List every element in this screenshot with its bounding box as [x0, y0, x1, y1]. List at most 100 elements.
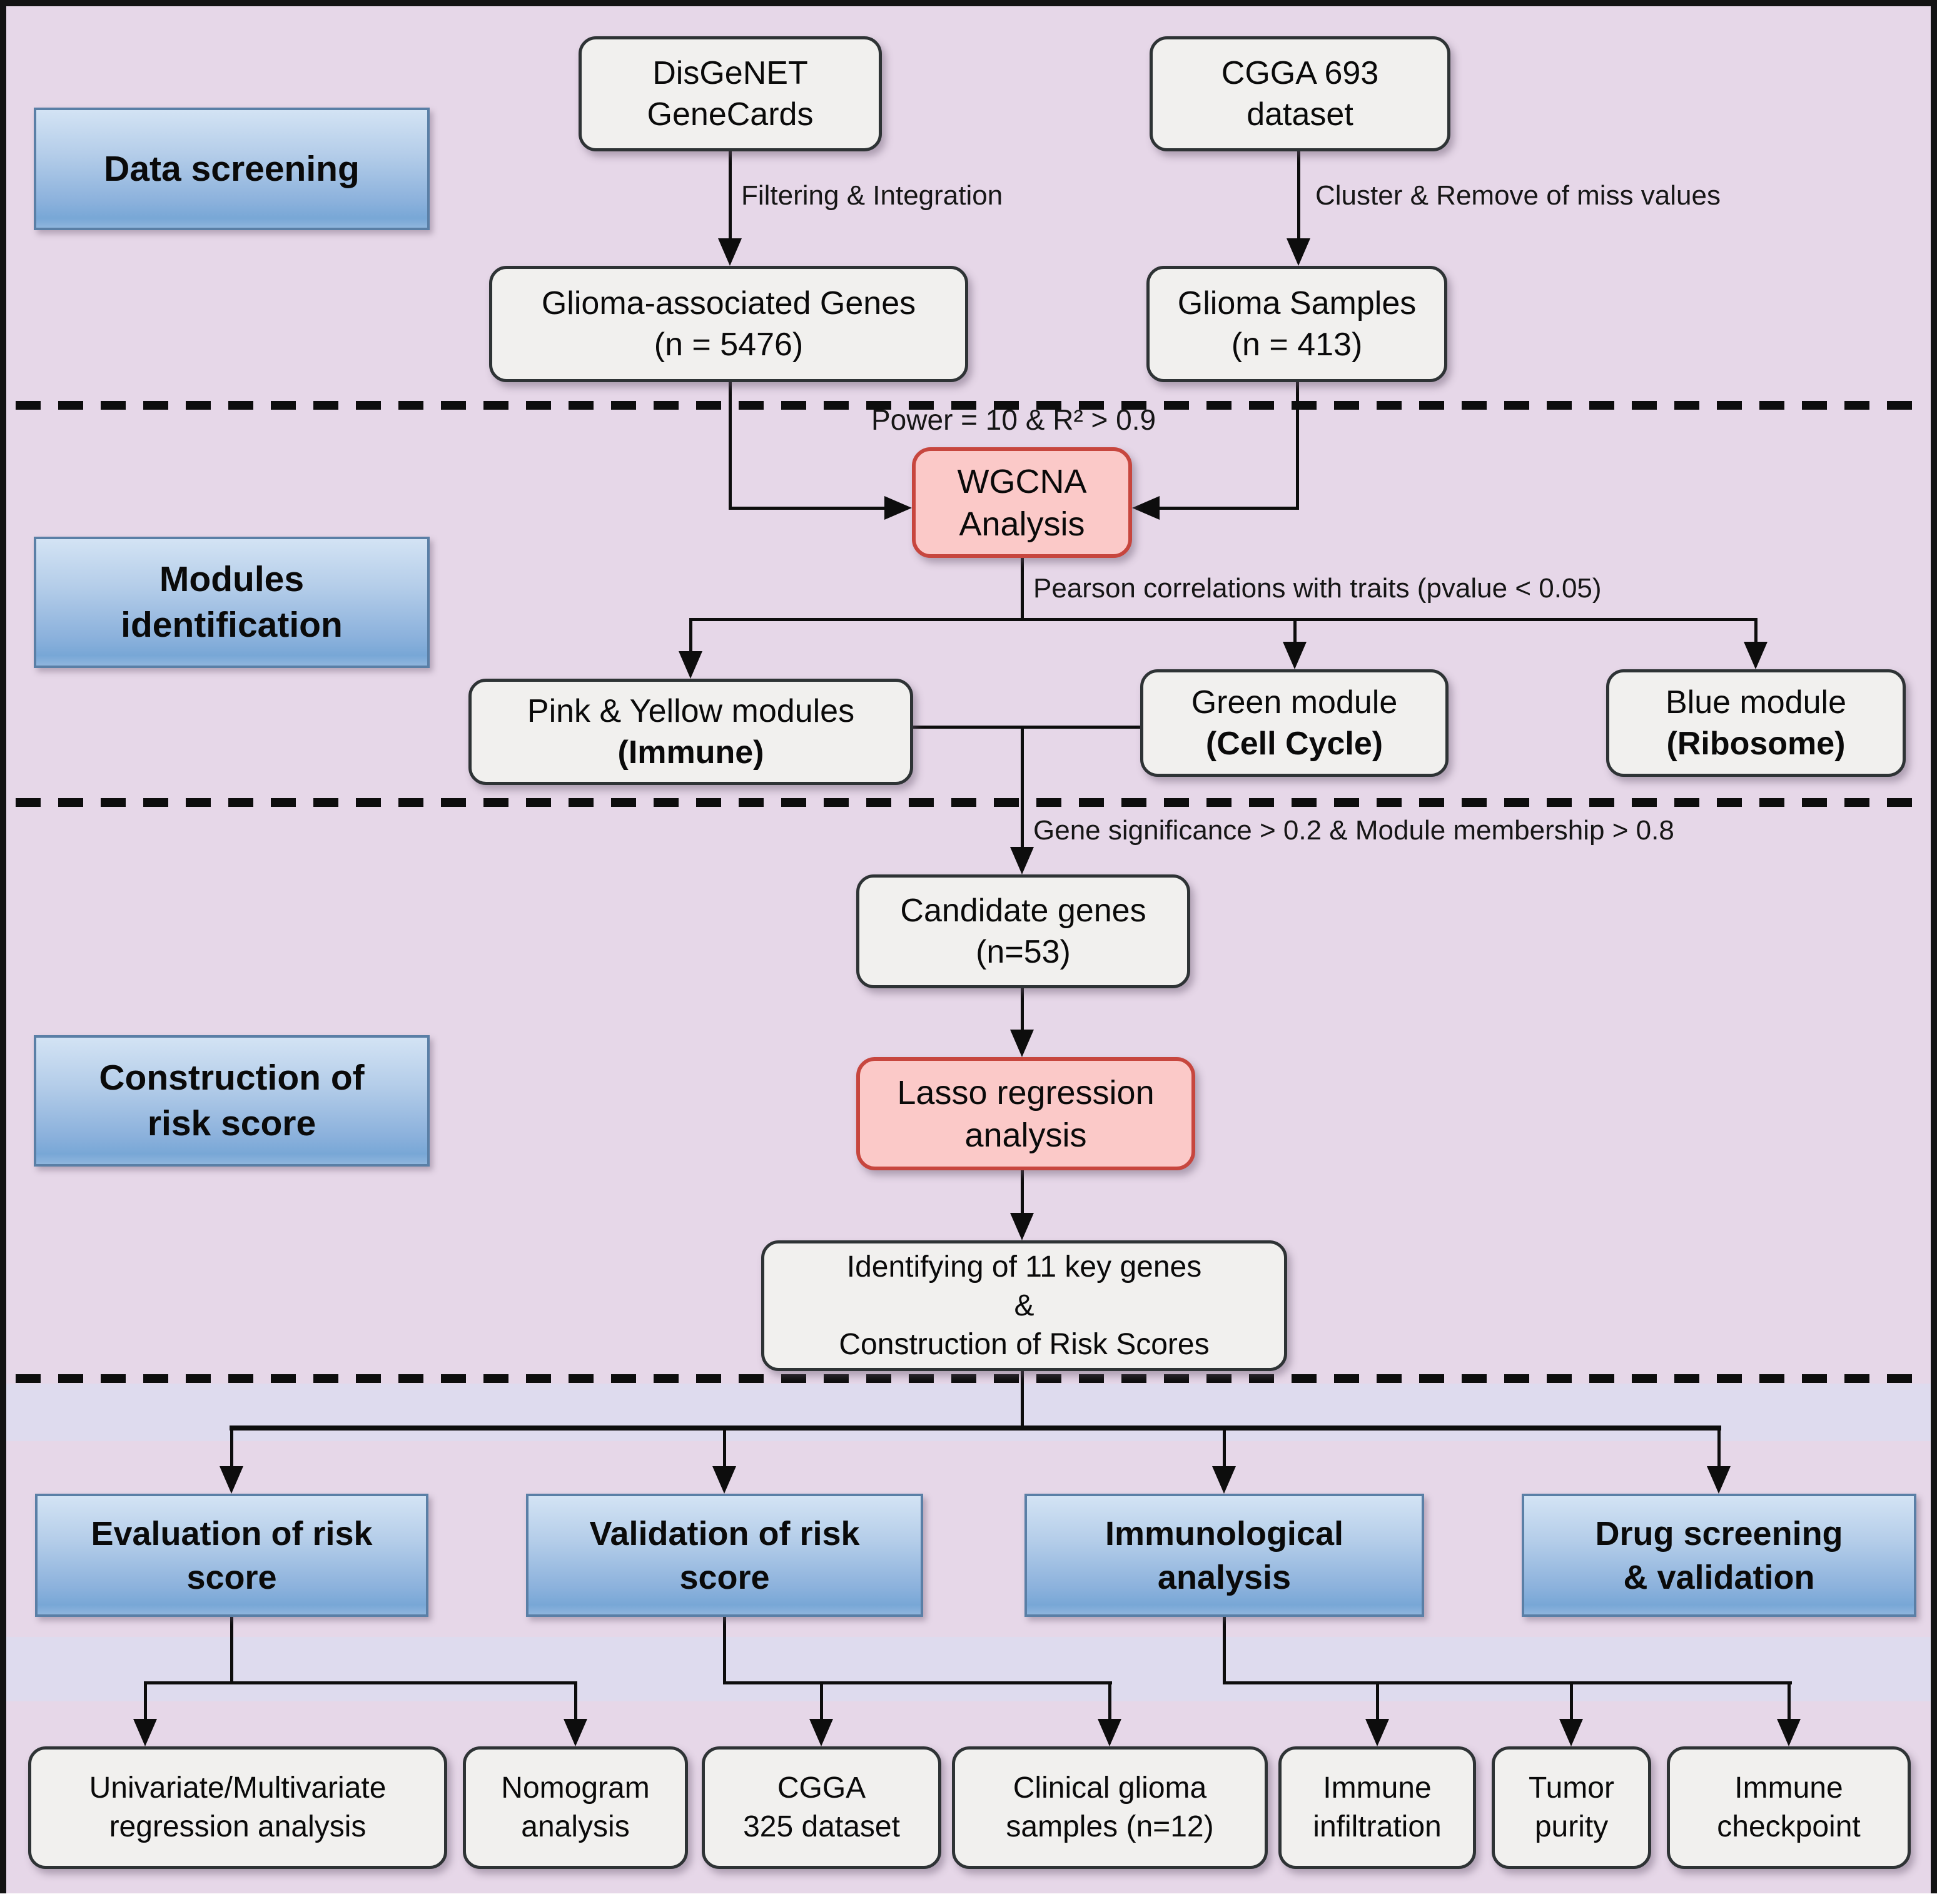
header-evaluation-risk-score: Evaluation of risk score	[35, 1494, 428, 1617]
node-green-module: Green module (Cell Cycle)	[1140, 669, 1449, 777]
module-subtitle: (Ribosome)	[1666, 726, 1846, 762]
flow-line	[230, 1425, 1721, 1431]
section-label-construction-risk-score: Construction of risk score	[34, 1035, 430, 1167]
arrowhead-down	[718, 238, 742, 266]
arrowhead-down	[1707, 1466, 1731, 1494]
flow-line	[820, 1681, 823, 1720]
flow-line	[1754, 618, 1757, 643]
arrowhead-down	[1777, 1719, 1801, 1746]
flow-line	[230, 1617, 233, 1684]
dashed-separator-3	[16, 1374, 1921, 1383]
flow-line	[1021, 988, 1024, 1032]
header-drug-screening-validation: Drug screening & validation	[1522, 1494, 1916, 1617]
module-title: Pink & Yellow modules	[527, 693, 855, 729]
frame-edge-left	[0, 0, 6, 1893]
node-cgga-325-dataset: CGGA 325 dataset	[702, 1746, 941, 1869]
flow-line	[729, 151, 732, 243]
flow-line	[1108, 1681, 1111, 1720]
arrowhead-down	[220, 1466, 243, 1494]
flow-line	[1021, 1170, 1024, 1215]
arrowhead-down	[1010, 847, 1034, 874]
flow-line	[1223, 1425, 1226, 1471]
arrowhead-down	[1283, 642, 1307, 669]
header-validation-risk-score: Validation of risk score	[526, 1494, 923, 1617]
node-immune-infiltration: Immune infiltration	[1278, 1746, 1476, 1869]
node-tumor-purity: Tumor purity	[1492, 1746, 1651, 1869]
node-immune-checkpoint: Immune checkpoint	[1667, 1746, 1911, 1869]
flow-line	[913, 726, 1140, 729]
node-lasso-regression: Lasso regression analysis	[856, 1057, 1195, 1170]
annotation-gene-significance: Gene significance > 0.2 & Module members…	[1033, 815, 1674, 846]
node-clinical-glioma-samples: Clinical glioma samples (n=12)	[952, 1746, 1268, 1869]
frame-bottom-margin	[0, 1893, 1937, 1904]
background-band	[0, 1384, 1937, 1441]
node-disgenet-genecards: DisGeNET GeneCards	[579, 36, 882, 151]
flow-line	[1717, 1425, 1721, 1471]
arrowhead-down	[133, 1719, 157, 1746]
section-label-modules-identification: Modules identification	[34, 537, 430, 668]
flow-line	[689, 618, 1757, 621]
node-univariate-multivariate: Univariate/Multivariate regression analy…	[28, 1746, 447, 1869]
flow-line	[729, 507, 887, 510]
flow-line	[230, 1425, 233, 1471]
flow-line	[1376, 1681, 1379, 1720]
arrowhead-left	[1132, 496, 1160, 520]
frame-edge-right	[1931, 0, 1937, 1893]
module-subtitle: (Cell Cycle)	[1205, 726, 1383, 762]
flow-line	[1021, 726, 1024, 853]
arrowhead-down	[1010, 1213, 1034, 1240]
dashed-separator-2	[16, 798, 1921, 807]
node-glioma-associated-genes: Glioma-associated Genes (n = 5476)	[489, 266, 968, 382]
flow-line	[723, 1617, 726, 1684]
node-glioma-samples: Glioma Samples (n = 413)	[1146, 266, 1447, 382]
dashed-separator-1	[16, 401, 1921, 410]
flow-line	[1296, 382, 1299, 510]
section-label-data-screening: Data screening	[34, 108, 430, 230]
flow-line	[1223, 1617, 1226, 1684]
flow-line	[1297, 151, 1300, 243]
node-wgcna-analysis: WGCNA Analysis	[912, 447, 1132, 558]
flow-line	[1223, 1681, 1792, 1684]
annotation-power-r2: Power = 10 & R² > 0.9	[871, 403, 1156, 436]
header-immunological-analysis: Immunological analysis	[1024, 1494, 1424, 1617]
module-subtitle: (Immune)	[617, 734, 764, 771]
node-blue-module: Blue module (Ribosome)	[1606, 669, 1906, 777]
module-title: Blue module	[1665, 684, 1847, 721]
flow-line	[144, 1681, 577, 1684]
flow-line	[1160, 507, 1297, 510]
arrowhead-down	[1212, 1466, 1236, 1494]
arrowhead-down	[809, 1719, 833, 1746]
arrowhead-down	[1098, 1719, 1121, 1746]
annotation-filtering-integration: Filtering & Integration	[741, 180, 1003, 211]
module-title: Green module	[1191, 684, 1398, 721]
arrowhead-down	[712, 1466, 736, 1494]
node-candidate-genes: Candidate genes (n=53)	[856, 874, 1190, 988]
flow-line	[1021, 558, 1024, 620]
flow-line	[574, 1681, 577, 1720]
annotation-pearson-correlations: Pearson correlations with traits (pvalue…	[1033, 573, 1602, 604]
flow-line	[723, 1425, 726, 1471]
flow-line	[1021, 1371, 1024, 1430]
arrowhead-right	[884, 496, 912, 520]
flow-line	[1293, 618, 1297, 643]
node-key-genes-risk-scores: Identifying of 11 key genes & Constructi…	[761, 1240, 1287, 1371]
flow-line	[1788, 1681, 1791, 1720]
node-cgga-693-dataset: CGGA 693 dataset	[1150, 36, 1450, 151]
flow-line	[729, 382, 732, 510]
node-pink-yellow-modules: Pink & Yellow modules (Immune)	[468, 679, 913, 785]
arrowhead-down	[1287, 238, 1310, 266]
arrowhead-down	[564, 1719, 587, 1746]
flow-line	[144, 1681, 147, 1720]
arrowhead-down	[1010, 1030, 1034, 1057]
annotation-cluster-remove: Cluster & Remove of miss values	[1315, 180, 1721, 211]
frame-edge-top	[0, 0, 1937, 6]
flow-line	[1570, 1681, 1573, 1720]
background-band	[0, 1637, 1937, 1701]
node-nomogram-analysis: Nomogram analysis	[463, 1746, 688, 1869]
arrowhead-down	[1559, 1719, 1583, 1746]
arrowhead-down	[1365, 1719, 1389, 1746]
arrowhead-down	[679, 651, 702, 679]
flow-line	[723, 1681, 1112, 1684]
flow-line	[689, 618, 692, 652]
